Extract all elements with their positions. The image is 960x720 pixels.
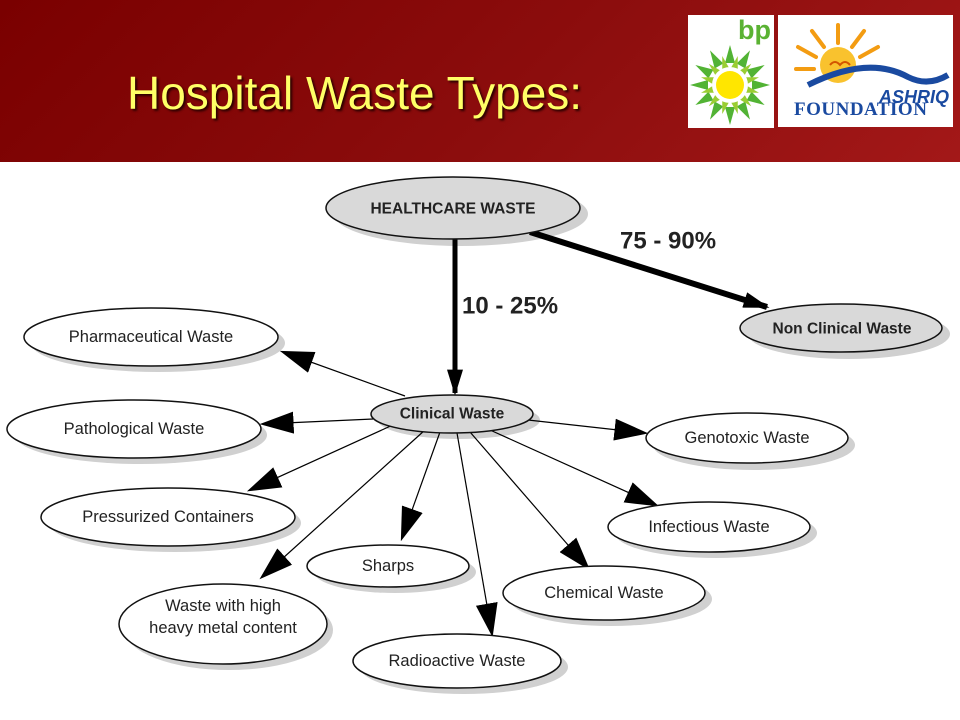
node-genotoxic-waste [645,412,849,464]
label-pharmaceutical-waste: Pharmaceutical Waste [69,328,233,346]
label-radioactive-waste: Radioactive Waste [389,652,526,670]
node-sharps [306,544,470,588]
arrow-to-non-clinical [529,229,770,310]
arrow-heavy-metal [259,429,426,580]
arrow-genotoxic [527,418,649,441]
label-genotoxic-waste: Genotoxic Waste [684,429,809,447]
label-heavy-metal-line1: Waste with high [165,597,281,615]
logo-mashriq-text: ASHRIQ [878,87,949,107]
node-pathological-waste [6,399,262,459]
node-pressurized-containers [40,487,296,547]
node-radioactive-waste [352,633,562,689]
bp-logo: bp [688,15,774,128]
label-non-clinical-waste: Non Clinical Waste [773,321,912,338]
label-clinical-waste: Clinical Waste [400,406,505,423]
label-pathological-waste: Pathological Waste [64,420,205,438]
slide-header: Hospital Waste Types: bp [0,0,960,162]
label-healthcare-waste: HEALTHCARE WASTE [370,201,535,218]
logo-foundation-text: FOUNDATION [794,99,928,120]
node-pharmaceutical-waste [23,307,279,367]
node-non-clinical-waste [739,303,943,353]
label-non-clinical-share: 75 - 90% [620,228,716,255]
category-arrows [246,350,660,638]
arrow-sharps [400,431,441,542]
sun-icon [794,23,950,88]
label-heavy-metal-line2: heavy metal content [149,619,297,637]
node-chemical-waste [502,565,706,621]
node-infectious-waste [607,501,811,553]
bp-logo-text: bp [738,15,771,45]
waste-diagram: HEALTHCARE WASTE Non Clinical Waste Clin… [6,176,950,694]
arrow-chemical [469,431,591,571]
label-chemical-waste: Chemical Waste [544,584,664,602]
mashriq-foundation-logo: ASHRIQ FOUNDATION [778,15,953,127]
node-clinical-waste [370,394,534,434]
node-heavy-metal-waste [118,583,328,665]
label-infectious-waste: Infectious Waste [648,518,769,536]
arrow-pathological [259,411,374,434]
node-healthcare-waste [325,176,581,240]
label-clinical-share: 10 - 25% [462,293,558,320]
label-sharps: Sharps [362,557,414,575]
slide-title: Hospital Waste Types: [127,67,583,119]
label-pressurized-containers: Pressurized Containers [82,508,254,526]
bp-helios-icon [690,45,770,125]
arrow-pharmaceutical [279,350,406,397]
arrow-pressurized [246,423,396,492]
arrow-infectious [489,429,660,507]
arrow-radioactive [456,432,498,638]
